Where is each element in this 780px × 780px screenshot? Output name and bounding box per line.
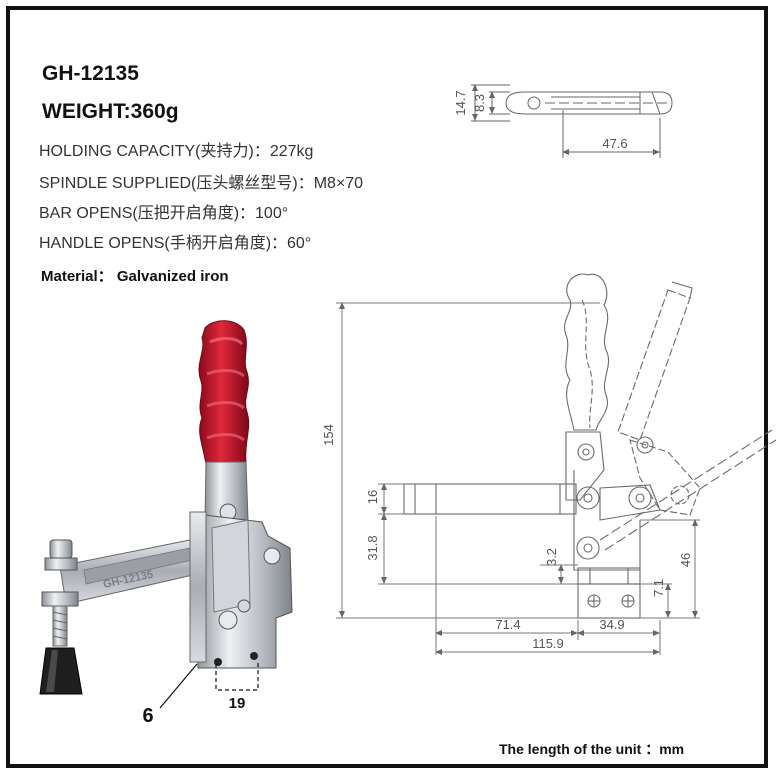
material-label: Material： Galvanized iron: [41, 268, 229, 285]
callout-number: 6: [142, 705, 153, 727]
model-title: GH-12135: [42, 62, 139, 85]
dim-14-7: 14.7: [453, 90, 468, 115]
dim-71-4: 71.4: [495, 617, 520, 632]
dim-115-9: 115.9: [532, 636, 564, 651]
dim-3-2: 3.2: [544, 548, 559, 566]
dim-154: 154: [321, 424, 336, 446]
page-frame: [6, 6, 768, 768]
side-view-dimensions: [336, 302, 700, 655]
hole-spacing-label: 19: [229, 695, 246, 712]
unit-note: The length of the unit ：mm: [499, 741, 685, 757]
clamp-photo: [39, 320, 293, 709]
dim-16: 16: [365, 490, 380, 504]
dim-34-9: 34.9: [599, 617, 624, 632]
top-view-drawing: [471, 84, 673, 158]
side-view-drawing: [403, 273, 777, 619]
handle-opens: HANDLE OPENS(手柄开启角度)：60°: [39, 235, 312, 252]
dim-47-6: 47.6: [602, 136, 627, 151]
dim-31-8: 31.8: [365, 535, 380, 560]
weight-label: WEIGHT:360g: [42, 100, 179, 123]
holding-capacity: HOLDING CAPACITY(夹持力)：227kg: [39, 143, 314, 160]
dim-8-3: 8.3: [472, 94, 487, 112]
bar-opens: BAR OPENS(压把开启角度)：100°: [39, 205, 289, 222]
spindle-supplied: SPINDLE SUPPLIED(压头螺丝型号)：M8×70: [39, 175, 364, 192]
dim-7-1: 7.1: [651, 579, 666, 597]
dim-46: 46: [678, 553, 693, 567]
